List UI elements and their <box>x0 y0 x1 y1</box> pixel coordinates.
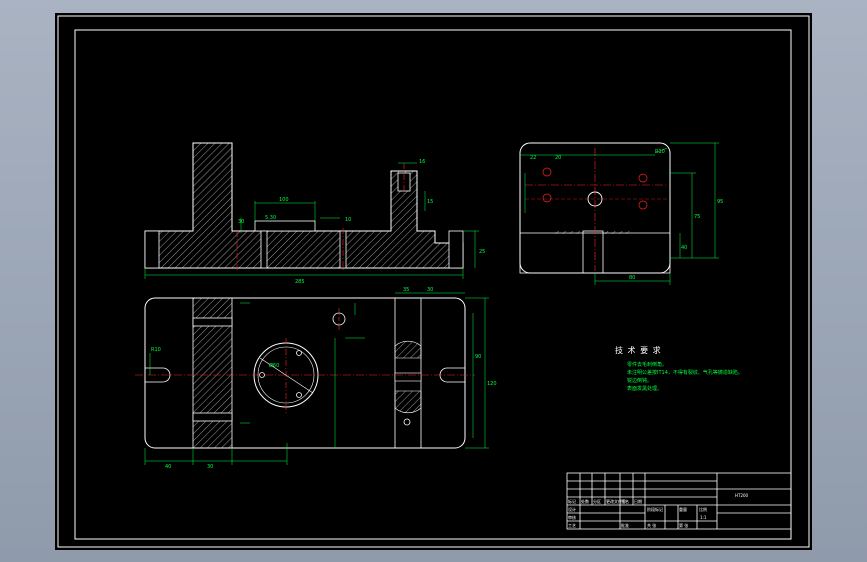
dim-hole-dia: Ø60 <box>269 362 279 369</box>
dim-overall-width: 285 <box>295 279 305 285</box>
tb-label-date: 日期 <box>634 499 642 504</box>
front-body <box>144 142 464 269</box>
dim-post-width: 30 <box>427 287 433 293</box>
dim-small-left: 5.30 <box>265 215 276 221</box>
plan-right-slot <box>394 372 422 382</box>
front-top-slot <box>254 220 316 232</box>
plan-post-left-slot-top <box>192 317 233 327</box>
tb-role-approve: 批准 <box>621 523 629 528</box>
dim-plan-inner: 90 <box>475 354 481 360</box>
inner-frame <box>74 29 792 540</box>
dim-side-top-b: 20 <box>555 155 561 161</box>
tech-note-2: 未注明公差按IT14，不得有裂纹、气孔等铸造缺陷。 <box>627 370 743 376</box>
tech-note-4: 表面发黑处理。 <box>627 386 663 392</box>
dim-slot-width: 100 <box>279 197 289 203</box>
dim-post-offset: 15 <box>427 199 433 205</box>
tb-label-sign: 签名 <box>621 499 629 504</box>
front-hole-left <box>260 230 268 269</box>
dim-base-height: 30 <box>238 219 244 225</box>
side-view <box>519 142 719 285</box>
dim-rib-width: 10 <box>345 217 351 223</box>
dim-top-slot: 16 <box>419 159 425 165</box>
plan-post-left-slot-bottom <box>192 412 233 422</box>
tb-label-mark: 标记 <box>568 499 576 504</box>
dim-right-height: 25 <box>479 249 485 255</box>
tb-role-design: 设计 <box>568 507 576 512</box>
tb-material: HT200 <box>735 493 749 498</box>
tb-label-count: 处数 <box>581 499 589 504</box>
plan-right-hatch-a <box>394 340 422 359</box>
front-right-end <box>448 230 464 269</box>
front-left-end <box>144 230 160 269</box>
outer-frame <box>57 15 810 548</box>
tb-label-zone: 分区 <box>593 499 601 504</box>
plan-view <box>135 292 489 465</box>
tb-sheet-total: 共 张 <box>647 523 657 528</box>
title-block <box>566 472 792 530</box>
dim-side-height-b: 40 <box>681 245 687 251</box>
side-slot <box>582 230 604 274</box>
front-section-view <box>144 142 479 279</box>
tb-role-process: 工艺 <box>568 523 576 528</box>
tech-note-1: 零件去毛刺倒角。 <box>627 362 668 368</box>
dim-left-slot: R10 <box>151 347 161 353</box>
tb-label-doc: 更改文件号 <box>606 499 626 504</box>
plan-left-slot <box>145 367 171 383</box>
tb-scale-label: 比例 <box>699 507 707 512</box>
plan-outline <box>144 297 466 449</box>
tb-stage-mark: 阶段标记 <box>647 507 663 512</box>
tech-requirements-title: 技 术 要 求 <box>615 346 662 355</box>
tech-note-3: 锐边倒钝。 <box>627 378 653 384</box>
drawing-canvas: 285 100 16 25 15 10 5.30 30 40 30 35 R10… <box>55 13 812 550</box>
dim-lug-width: 30 <box>207 464 213 470</box>
dimension-text-layer: 285 100 16 25 15 10 5.30 30 40 30 35 R10… <box>151 149 723 470</box>
tb-role-review: 审核 <box>568 515 576 520</box>
cad-drawing: 285 100 16 25 15 10 5.30 30 40 30 35 R10… <box>57 15 810 548</box>
plan-small-hole <box>332 312 346 326</box>
dim-side-bottom: 80 <box>629 275 635 281</box>
dim-side-corner: R10 <box>655 149 665 155</box>
tb-scale-value: 1:1 <box>700 515 707 520</box>
dim-side-top-a: 22 <box>530 155 536 161</box>
dim-right-gap: 35 <box>403 287 409 293</box>
plan-right-hatch-b <box>394 390 422 414</box>
tb-sheet-no: 第 张 <box>679 523 689 528</box>
dim-plan-height: 120 <box>487 381 497 387</box>
tb-weight: 重量 <box>679 507 687 512</box>
dim-side-height: 95 <box>717 199 723 205</box>
dim-left-offset: 40 <box>165 464 171 470</box>
dim-side-height-a: 75 <box>694 214 700 220</box>
